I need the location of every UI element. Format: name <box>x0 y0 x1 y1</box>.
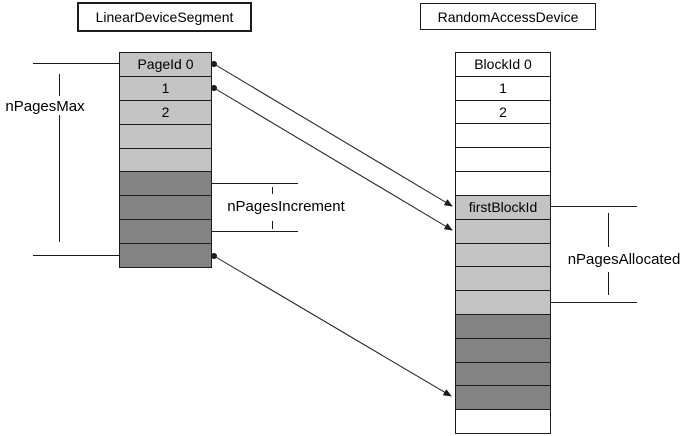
page-cell: 1 <box>120 76 211 101</box>
page-cell <box>120 148 211 173</box>
npagesincrement-label: nPagesIncrement <box>227 198 345 215</box>
arrow-lastpage-to-block15 <box>213 255 452 397</box>
block-cell <box>456 148 550 173</box>
random-access-device-title: RandomAccessDevice <box>420 3 596 30</box>
random-access-device-title-label: RandomAccessDevice <box>437 8 579 25</box>
connector-arrows <box>213 63 453 397</box>
page-cell <box>120 172 211 197</box>
npagesmax-label: nPagesMax <box>5 98 85 115</box>
npagesallocated-label: nPagesAllocated <box>567 251 681 268</box>
block-cell <box>456 362 550 387</box>
block-cell <box>456 291 550 315</box>
page-cell <box>120 220 211 245</box>
block-cell <box>456 386 550 411</box>
block-cell: 1 <box>456 76 550 101</box>
block-cell <box>456 124 550 149</box>
block-cell: BlockId 0 <box>456 53 550 77</box>
block-cell: 2 <box>456 100 550 125</box>
block-cell <box>456 267 550 292</box>
npagesmax-bracket <box>33 63 125 256</box>
page-cell: 2 <box>120 100 211 125</box>
block-cell <box>456 243 550 268</box>
block-cell <box>456 219 550 244</box>
linear-device-segment-title: LinearDeviceSegment <box>77 2 252 32</box>
block-cell <box>456 338 550 363</box>
page-cell <box>120 244 211 268</box>
block-cell <box>456 410 550 433</box>
arrow-pageid0-to-firstblockid <box>213 63 453 207</box>
block-cell <box>456 172 550 196</box>
linear-device-segment-title-label: LinearDeviceSegment <box>95 9 234 25</box>
page-cell <box>120 124 211 149</box>
page-cell <box>120 196 211 221</box>
page-cell: PageId 0 <box>120 53 211 77</box>
block-cell: firstBlockId <box>456 195 550 220</box>
block-cell <box>456 314 550 339</box>
